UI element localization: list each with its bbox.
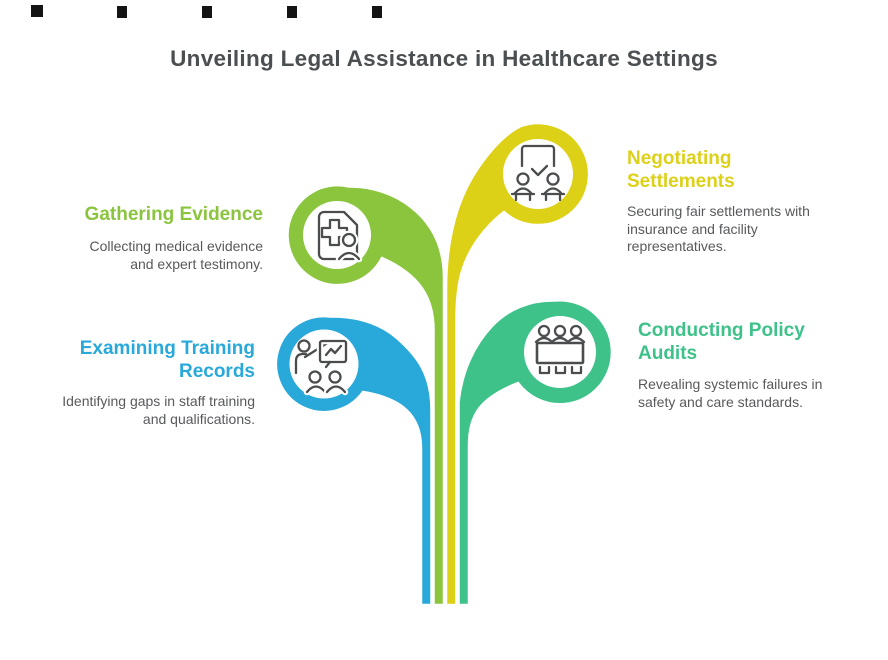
branch-examining-training-records: Examining Training Records Identifying g…: [45, 337, 255, 428]
branch-heading: Examining Training Records: [79, 338, 255, 382]
top-edge-mark: [372, 6, 382, 18]
branch-description: Revealing systemic failures in safety an…: [638, 376, 823, 410]
branch-description: Identifying gaps in staff training and q…: [62, 393, 255, 427]
branch-heading: Negotiating Settlements: [627, 148, 735, 192]
negotiating-settlements-leaf: [444, 121, 591, 607]
top-edge-mark: [202, 6, 212, 18]
conducting-policy-audits-hole: [524, 316, 596, 388]
branch-gathering-evidence: Gathering Evidence Collecting medical ev…: [63, 203, 263, 273]
branch-conducting-policy-audits: Conducting Policy Audits Revealing syste…: [638, 319, 838, 411]
branch-heading: Gathering Evidence: [84, 204, 263, 225]
top-edge-mark: [31, 5, 43, 17]
branch-negotiating-settlements: Negotiating Settlements Securing fair se…: [627, 147, 827, 256]
gathering-evidence-leaf: [286, 183, 446, 607]
page-title: Unveiling Legal Assistance in Healthcare…: [170, 46, 718, 71]
top-edge-mark: [287, 6, 297, 18]
branch-description: Securing fair settlements with insurance…: [627, 203, 810, 254]
committee-meeting-icon: [534, 324, 586, 375]
medical-record-person-icon: [317, 210, 363, 263]
branch-heading: Conducting Policy Audits: [638, 320, 805, 364]
top-edge-mark: [117, 6, 127, 18]
negotiation-table-icon: [510, 144, 566, 202]
training-presentation-icon: [294, 337, 350, 396]
branch-description: Collecting medical evidence and expert t…: [89, 238, 263, 272]
